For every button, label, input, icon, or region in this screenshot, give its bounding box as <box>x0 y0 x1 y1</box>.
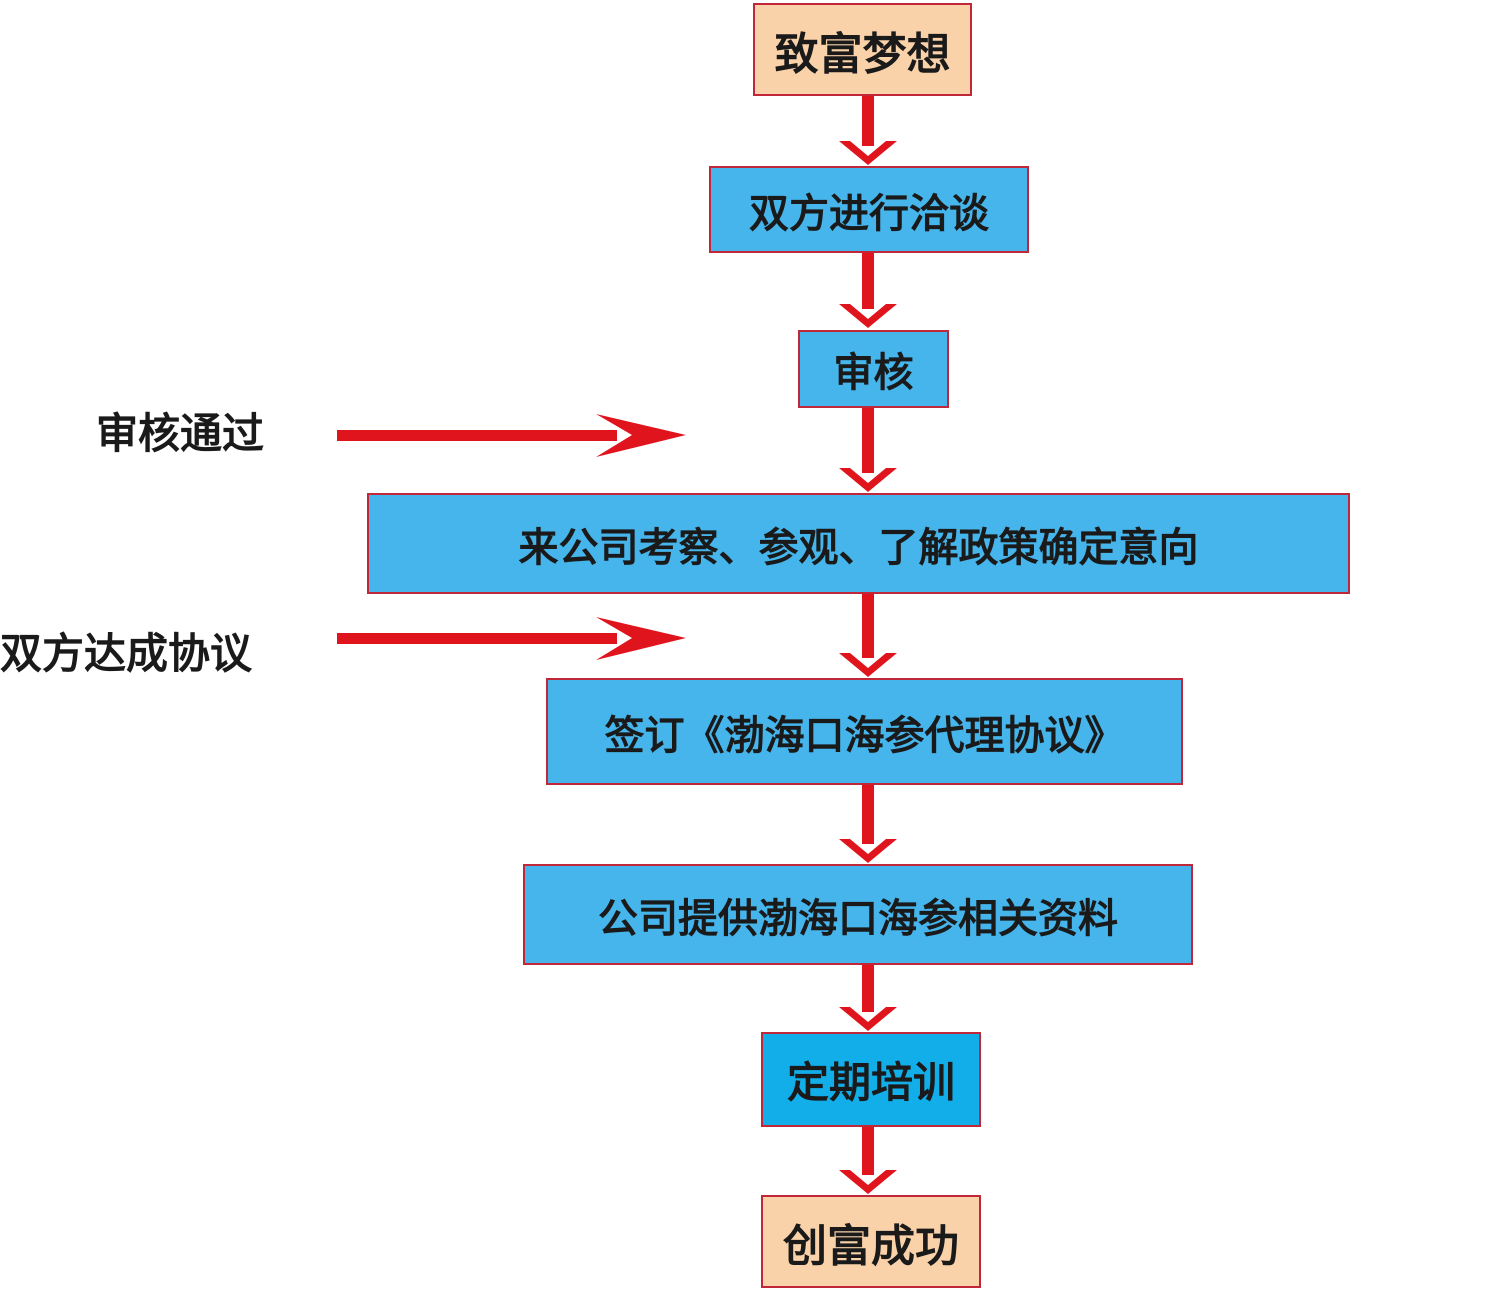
step-sign-agreement: 签订《渤海口海参代理协议》 <box>546 678 1183 785</box>
side-arrow-agree <box>337 617 686 660</box>
step-visit: 来公司考察、参观、了解政策确定意向 <box>367 493 1350 594</box>
step-success: 创富成功 <box>761 1195 981 1288</box>
step-negotiation: 双方进行洽谈 <box>709 166 1029 253</box>
side-arrow-pass <box>337 414 686 457</box>
step-negotiation-label: 双方进行洽谈 <box>749 190 989 237</box>
flow-arrow-3 <box>839 408 897 492</box>
flow-arrow-1 <box>839 96 897 165</box>
flow-arrow-4 <box>839 594 897 677</box>
step-review: 审核 <box>798 330 949 408</box>
flow-arrow-6 <box>839 965 897 1031</box>
step-provide-materials: 公司提供渤海口海参相关资料 <box>523 864 1193 965</box>
step-visit-label: 来公司考察、参观、了解政策确定意向 <box>518 524 1199 571</box>
step-dream: 致富梦想 <box>753 3 972 96</box>
side-label-review-passed: 审核通过 <box>96 409 265 458</box>
step-training: 定期培训 <box>761 1032 981 1127</box>
step-provide-materials-label: 公司提供渤海口海参相关资料 <box>598 895 1118 942</box>
step-training-label: 定期培训 <box>786 1058 955 1107</box>
flow-arrow-5 <box>839 785 897 863</box>
side-label-agreement-reached: 双方达成协议 <box>0 629 253 678</box>
flow-arrow-2 <box>839 253 897 328</box>
step-dream-label: 致富梦想 <box>774 28 951 80</box>
flow-arrow-7 <box>839 1127 897 1194</box>
step-review-label: 审核 <box>833 350 914 396</box>
step-success-label: 创富成功 <box>783 1220 959 1272</box>
step-sign-agreement-label: 签订《渤海口海参代理协议》 <box>604 712 1125 759</box>
